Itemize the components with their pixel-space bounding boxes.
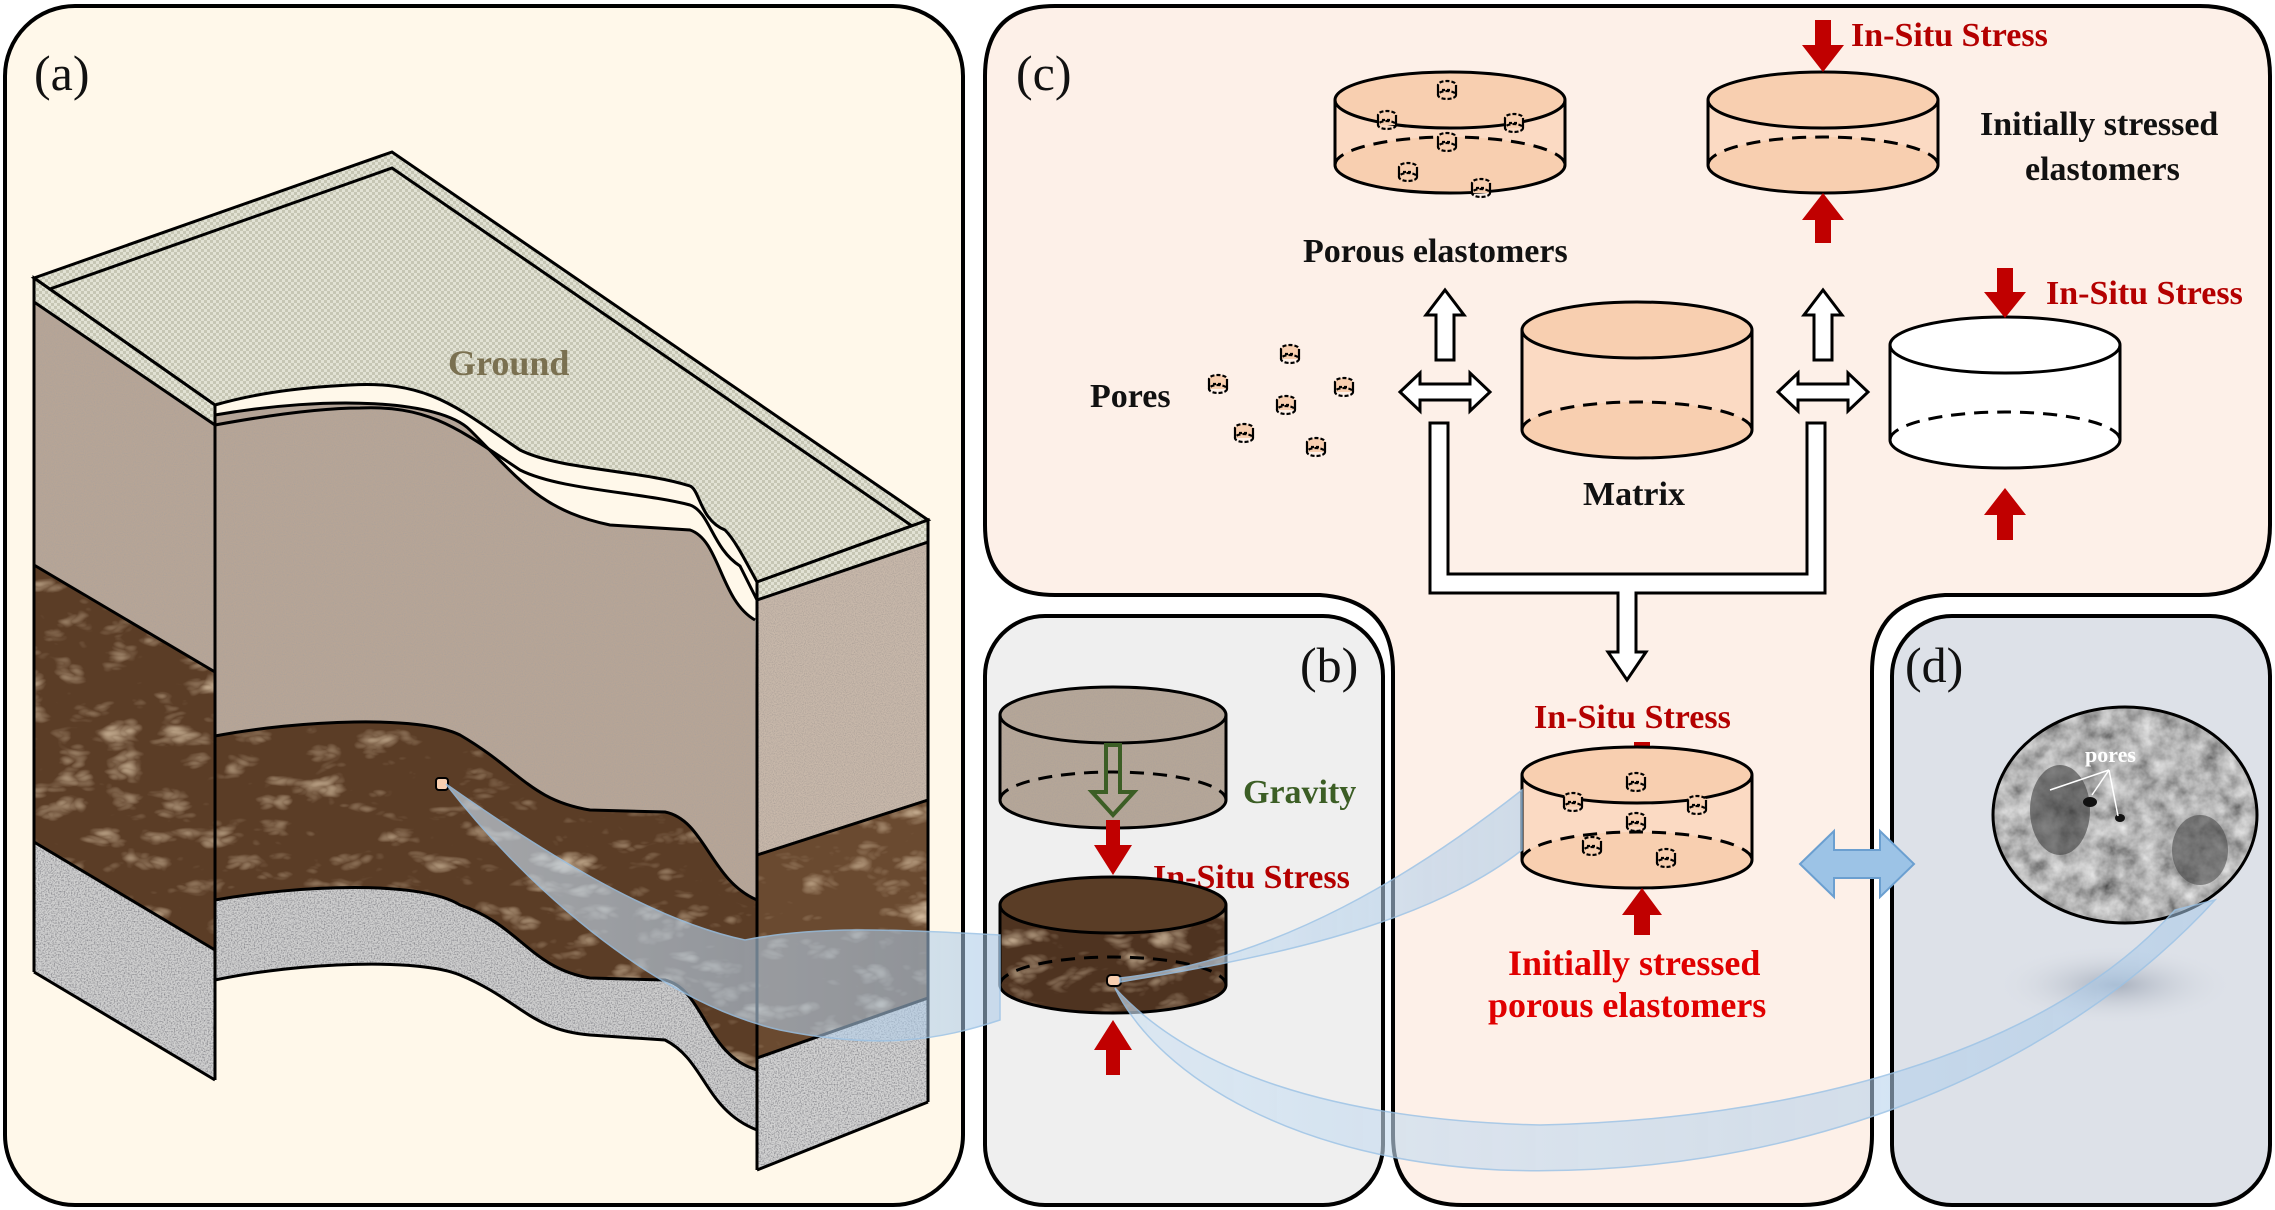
panel-b-label: (b)	[1300, 637, 1358, 693]
sem-pores-pointer-lines	[2049, 769, 2119, 817]
zoom-link-sample-to-elastomer	[1119, 788, 1523, 983]
correspondence-double-arrow-icon	[1798, 828, 1916, 900]
porous-elastomer-cylinder	[1333, 70, 1567, 199]
right-stress-arrow-down-icon	[1984, 268, 2026, 318]
stress-arrow-up-icon	[1094, 1020, 1132, 1075]
sem-micrograph	[1993, 707, 2257, 923]
sem-pores-label: pores	[2085, 742, 2136, 767]
bottom-stress-arrow-up-icon	[1622, 888, 1662, 935]
matrix-cylinder	[1520, 300, 1754, 460]
initially-stressed-porous-cylinder	[1520, 745, 1754, 890]
matrix-stressed-double-arrow-icon	[1775, 369, 1871, 415]
matrix-label: Matrix	[1583, 476, 1685, 513]
panel-d: (d) pores	[1890, 614, 2272, 1207]
initially-stressed-cylinder	[1706, 70, 1940, 195]
sample-point-marker	[435, 777, 449, 791]
gravity-label: Gravity	[1243, 774, 1356, 811]
pores-label: Pores	[1090, 378, 1171, 415]
stressed-outline-cylinder	[1888, 315, 2122, 470]
top-stress-arrow-up-icon	[1802, 193, 1844, 243]
pores-matrix-double-arrow-icon	[1397, 369, 1493, 415]
right-stress-label: In-Situ Stress	[2046, 275, 2243, 312]
layered-ground-block: Ground	[30, 150, 932, 1172]
zoom-link-sample-to-sem	[1114, 898, 2218, 1172]
matrix-to-porous-arrow-icon	[1422, 287, 1468, 362]
bottom-stress-label: In-Situ Stress	[1534, 699, 1731, 736]
stress-arrow-down-icon	[1094, 820, 1132, 875]
initially-stressed-label-line2: elastomers	[2025, 151, 2180, 188]
panel-c-label: (c)	[1016, 45, 1072, 101]
rock-sample-cylinder	[998, 875, 1228, 1015]
top-stress-arrow-down-icon	[1802, 20, 1844, 72]
porous-elastomers-label: Porous elastomers	[1303, 233, 1568, 270]
result-label-line2: porous elastomers	[1488, 985, 1766, 1025]
panel-d-label: (d)	[1905, 637, 1963, 693]
panel-a-label: (a)	[34, 45, 90, 101]
merge-flow-arrow-icon	[1428, 421, 1827, 683]
top-stress-label: In-Situ Stress	[1851, 17, 2048, 54]
panel-c-contents: Porous elastomers In-Situ Stress Initial…	[1090, 17, 2243, 1025]
zoom-link-ground-to-sample	[445, 783, 1001, 1042]
right-stress-arrow-up-icon	[1984, 488, 2026, 540]
sample-pore-marker	[1106, 974, 1122, 987]
ground-label: Ground	[448, 343, 569, 383]
zoom-links	[445, 783, 2218, 1172]
ground-surface	[30, 150, 932, 584]
gravity-arrow-icon	[1087, 743, 1139, 818]
result-label-line1: Initially stressed	[1508, 943, 1760, 983]
overburden-cylinder	[998, 685, 1228, 830]
initially-stressed-label-line1: Initially stressed	[1980, 106, 2218, 143]
panel-a: (a)	[3, 4, 965, 1207]
matrix-to-stressed-arrow-icon	[1800, 287, 1846, 362]
